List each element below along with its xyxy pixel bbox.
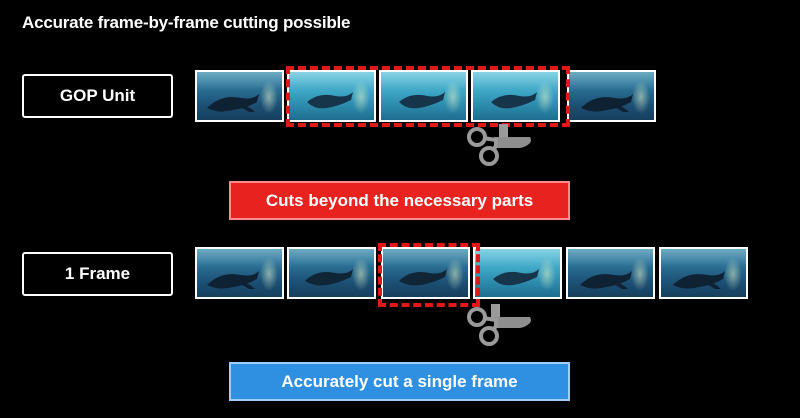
video-frame xyxy=(567,70,656,122)
video-frame xyxy=(566,247,655,299)
scissors-icon xyxy=(467,124,531,166)
video-frame xyxy=(471,70,560,122)
video-frame xyxy=(195,247,284,299)
video-frame xyxy=(287,247,376,299)
one-frame-label: 1 Frame xyxy=(22,252,173,296)
gop-cut-selection xyxy=(286,66,570,127)
gop-unit-label: GOP Unit xyxy=(22,74,173,118)
gop-result-banner: Cuts beyond the necessary parts xyxy=(229,181,570,220)
page-title: Accurate frame-by-frame cutting possible xyxy=(22,13,351,32)
scissors-icon xyxy=(467,304,531,346)
video-frame xyxy=(659,247,748,299)
video-frame xyxy=(195,70,284,122)
video-frame xyxy=(473,247,562,299)
video-frame xyxy=(379,70,468,122)
frame-cut-selection xyxy=(378,243,480,307)
frame-result-banner: Accurately cut a single frame xyxy=(229,362,570,401)
video-frame xyxy=(381,247,470,299)
